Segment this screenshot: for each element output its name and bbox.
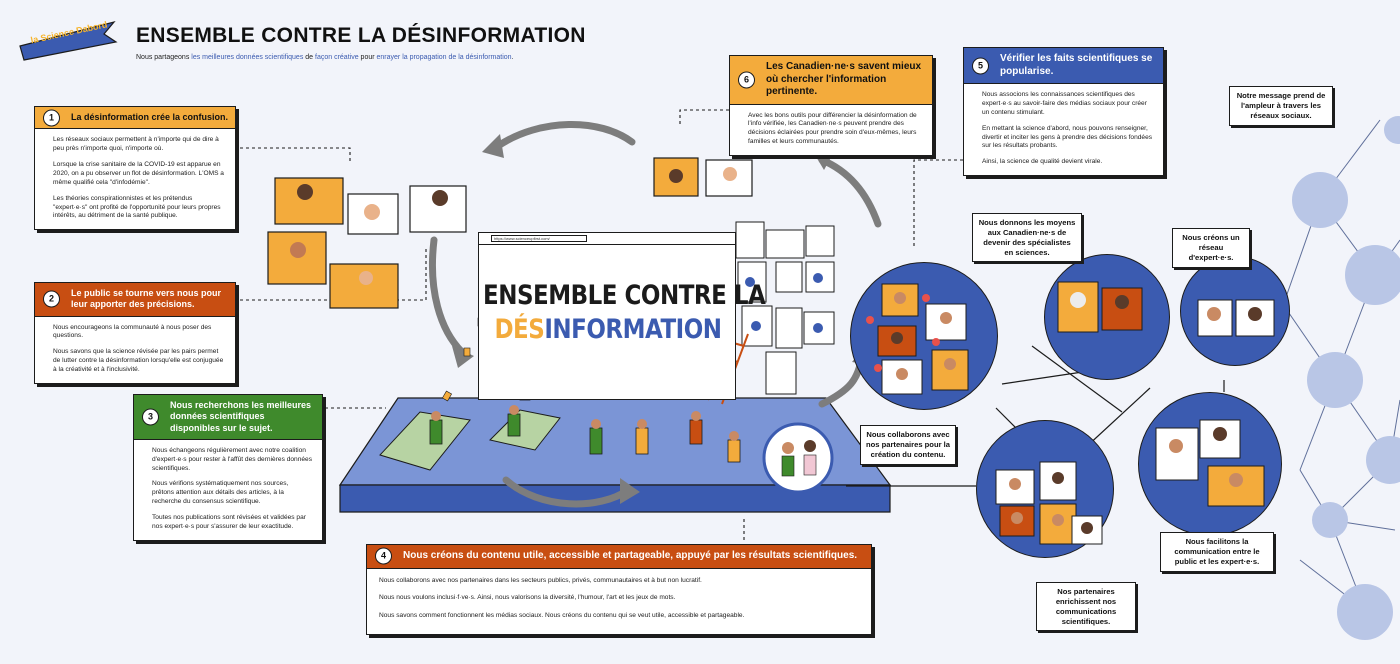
screen-title-line-1: ENSEMBLE CONTRE LA	[483, 281, 766, 311]
subtitle-text: Nous partageons	[136, 54, 192, 61]
subtitle-highlight: façon créative	[315, 54, 359, 61]
screen-title-accent: DÉS	[494, 315, 545, 345]
step-card-5-header: 5 Vérifier les faits scientifiques se po…	[964, 48, 1163, 84]
label-communication: Nous facilitons la communication entre l…	[1160, 532, 1274, 572]
card-paragraph: Nous savons comment fonctionnent les méd…	[379, 612, 745, 620]
page-title: ENSEMBLE CONTRE LA DÉSINFORMATION	[136, 24, 586, 47]
card-paragraph: Nous savons que la science révisée par l…	[53, 348, 224, 374]
card-paragraph: Nous collaborons avec nos partenaires da…	[379, 576, 702, 584]
logo-pennant	[19, 20, 118, 61]
card-paragraph: Ainsi, la science de qualité devient vir…	[982, 158, 1103, 166]
dashed-connectors	[240, 109, 963, 540]
card-paragraph: Avec les bons outils pour différencier l…	[748, 111, 917, 146]
card-paragraph: Nous associons les connaissances scienti…	[982, 91, 1147, 116]
card-paragraph: Toutes nos publications sont révisées et…	[152, 514, 306, 530]
step-card-6-title: Les Canadien·ne·s savent mieux où cherch…	[766, 61, 922, 97]
browser-url: https://www.scienceupfirst.com/	[491, 235, 587, 242]
card-paragraph: Les réseaux sociaux permettent à n'impor…	[53, 136, 219, 153]
step-number: 1	[43, 109, 60, 127]
step-card-1: 1 La désinformation crée la confusion. L…	[34, 106, 236, 231]
step-card-2: 2 Le public se tourne vers nous pour leu…	[34, 282, 236, 384]
step-card-4-body: Nous collaborons avec nos partenaires da…	[367, 569, 871, 635]
step-card-5: 5 Vérifier les faits scientifiques se po…	[963, 47, 1164, 177]
step-card-4-header: 4 Nous créons du contenu utile, accessib…	[367, 545, 871, 569]
card-paragraph: Nous vérifions systématiquement nos sour…	[152, 480, 289, 506]
network-nodes	[1292, 116, 1400, 640]
step-card-6: 6 Les Canadien·ne·s savent mieux où cher…	[729, 55, 933, 157]
step-card-3-title: Nous recherchons les meilleures données …	[170, 400, 312, 433]
label-partners: Nos partenaires enrichissent nos communi…	[1036, 582, 1136, 632]
step-number: 6	[738, 71, 755, 89]
card-paragraph: Nous encourageons la communauté à nous p…	[53, 323, 212, 340]
card-paragraph: Lorsque la crise sanitaire de la COVID-1…	[53, 161, 224, 186]
subtitle-text: de	[303, 54, 316, 61]
step-card-3-header: 3 Nous recherchons les meilleures donnée…	[134, 395, 322, 440]
screen-title-line-2: DÉSINFORMATION	[483, 315, 733, 345]
step-card-4-title: Nous créons du contenu utile, accessible…	[403, 550, 858, 561]
label-message: Notre message prend de l'ampleur à trave…	[1229, 86, 1333, 126]
step-number: 5	[972, 57, 989, 74]
card-paragraph: Nous nous voulons inclusi·f·ve·s. Ainsi,…	[379, 594, 676, 602]
card-paragraph: Nous échangeons régulièrement avec notre…	[152, 446, 313, 472]
browser-bar: https://www.scienceupfirst.com/	[479, 233, 735, 245]
step-card-6-body: Avec les bons outils pour différencier l…	[730, 105, 932, 156]
subtitle-highlight: les meilleures données scientifiques	[191, 54, 304, 61]
step-card-2-title: Le public se tourne vers nous pour leur …	[71, 288, 222, 310]
central-screen: https://www.scienceupfirst.com/ ENSEMBLE…	[478, 232, 766, 400]
step-card-1-header: 1 La désinformation crée la confusion.	[35, 107, 235, 130]
people-heads	[290, 167, 737, 285]
subtitle-text: pour	[358, 54, 377, 61]
subtitle-text: .	[511, 54, 514, 61]
step-number: 2	[43, 290, 60, 308]
step-number: 4	[375, 547, 392, 565]
circle-frames	[877, 281, 1275, 545]
step-card-5-title: Vérifier les faits scientifiques se popu…	[1000, 53, 1153, 77]
screen-title-rest: INFORMATION	[544, 315, 722, 345]
card-paragraph: Les théories conspirationnistes et les p…	[53, 194, 221, 220]
play-buttons	[745, 273, 823, 333]
circle-social-media	[850, 262, 998, 410]
subtitle-highlight: enrayer la propagation de la désinformat…	[376, 54, 512, 61]
step-card-4: 4 Nous créons du contenu utile, accessib…	[366, 544, 872, 636]
step-card-1-title: La désinformation crée la confusion.	[71, 112, 229, 122]
circle-heads	[891, 292, 1262, 534]
step-number: 3	[142, 408, 159, 426]
step-card-3-body: Nous échangeons régulièrement avec notre…	[134, 440, 322, 540]
like-icons	[866, 294, 940, 372]
step-card-2-header: 2 Le public se tourne vers nous pour leu…	[35, 283, 235, 317]
step-card-1-body: Les réseaux sociaux permettent à n'impor…	[35, 129, 235, 229]
page-subtitle: Nous partageons les meilleures données s…	[136, 54, 514, 61]
card-paragraph: En mettant la science d'abord, nous pouv…	[982, 124, 1153, 150]
step-card-6-header: 6 Les Canadien·ne·s savent mieux où cher…	[730, 56, 932, 105]
label-specialists: Nous donnons les moyens aux Canadien·ne·…	[972, 213, 1082, 263]
people-frames	[267, 157, 753, 309]
step-card-5-body: Nous associons les connaissances scienti…	[964, 84, 1163, 175]
label-expert-network: Nous créons un réseau d'expert·e·s.	[1172, 228, 1250, 268]
step-card-2-body: Nous encourageons la communauté à nous p…	[35, 317, 235, 383]
step-card-3: 3 Nous recherchons les meilleures donnée…	[133, 394, 323, 541]
label-collaboration: Nous collaborons avec nos partenaires po…	[860, 425, 956, 465]
